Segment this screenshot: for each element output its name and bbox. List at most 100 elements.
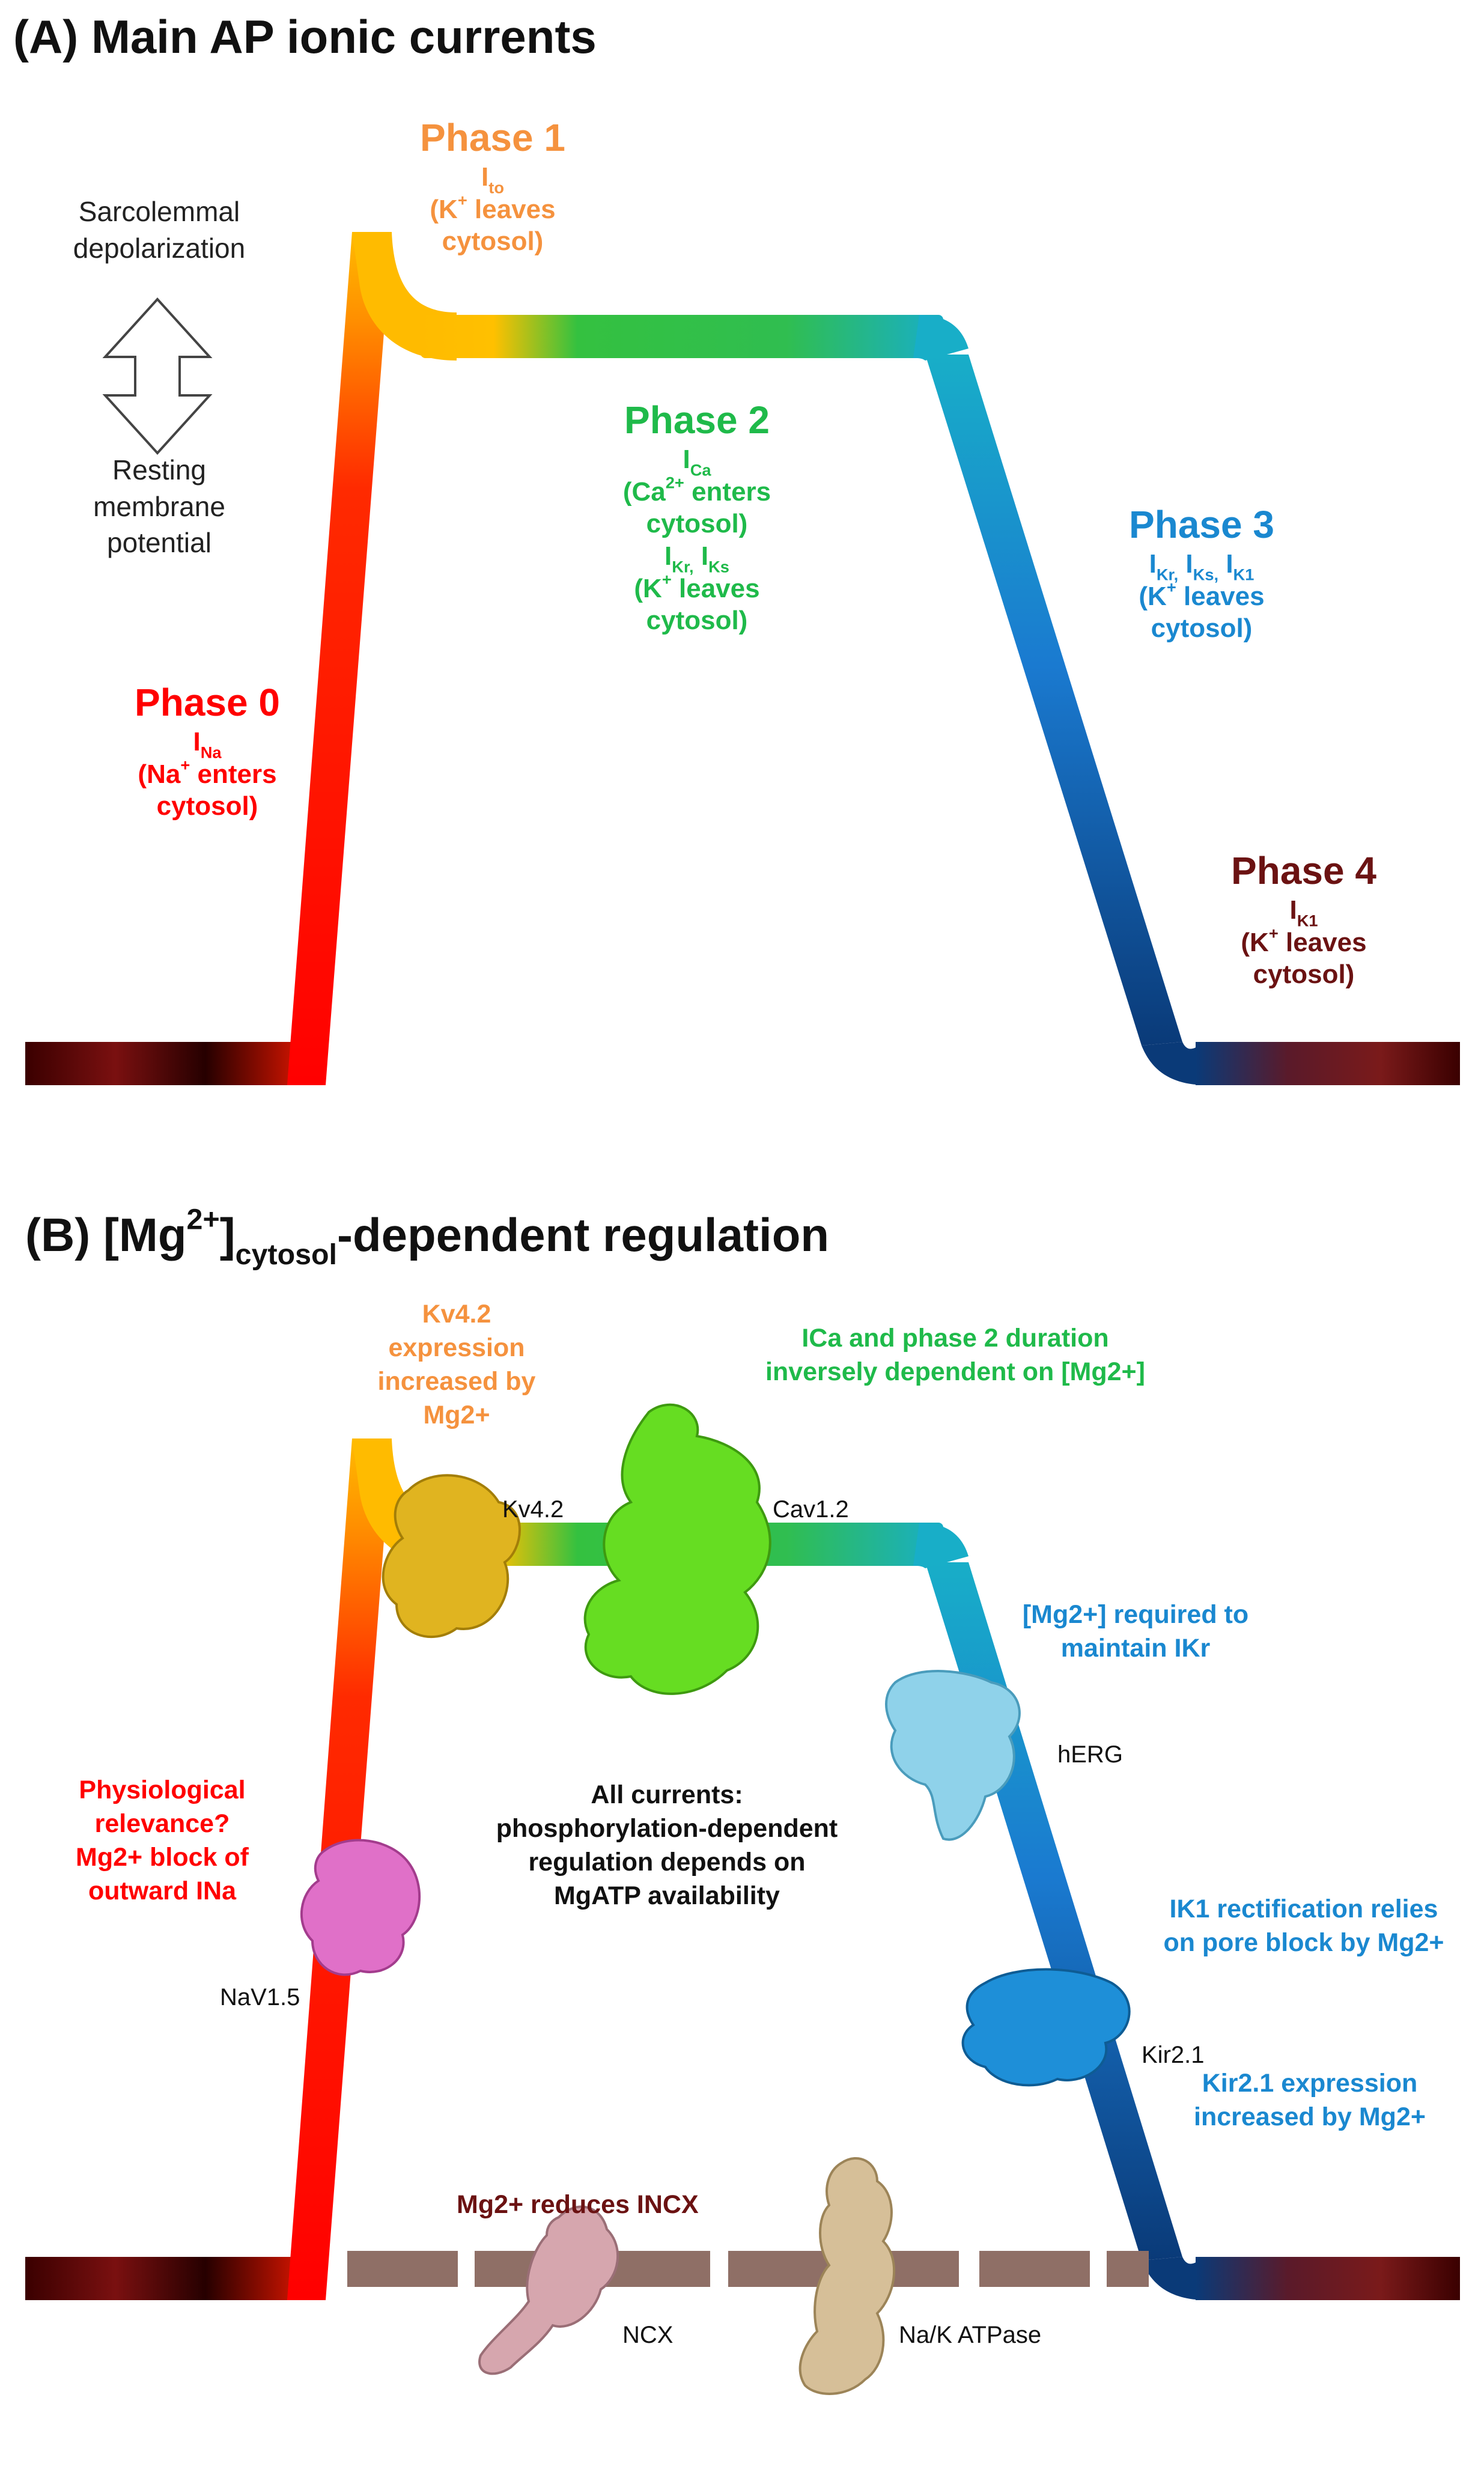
phase3-note-line2: cytosol) <box>1151 613 1253 644</box>
panel-a-ap-trace <box>25 232 1460 1085</box>
phase1-note-sup: + <box>457 190 467 210</box>
nav15-note-line: outward INa <box>88 1876 237 1905</box>
cav12-protein-icon <box>583 1403 771 1695</box>
phase4-title: Phase 4 <box>1231 849 1376 892</box>
kir21-expression-note: Kir2.1 expression increased by Mg2+ <box>1160 2067 1460 2134</box>
phase0-title: Phase 0 <box>135 681 280 724</box>
herg-note-line: [Mg2+] required to <box>1022 1600 1249 1629</box>
phase2-annotation: Phase 2 ICa (Ca2+ enters cytosol) IKr, I… <box>583 397 811 637</box>
nav15-note: Physiological relevance? Mg2+ block of o… <box>36 1774 288 1908</box>
kv42-note-line: Mg2+ <box>423 1400 490 1429</box>
phase2-current-subscript: Ca <box>690 460 711 479</box>
phase1-note-text: leaves <box>467 194 556 224</box>
ncx-protein-icon <box>478 2205 619 2375</box>
herg-protein-icon <box>885 1670 1021 1841</box>
phase2-k-note-line2: cytosol) <box>646 606 748 636</box>
phase2-k-note: (K+ leaves <box>583 571 811 605</box>
phase2-k-subscript: Kr, <box>672 557 694 576</box>
panel-b-title-text: (B) [Mg <box>25 1208 187 1261</box>
panel-a-title: (A) Main AP ionic currents <box>13 10 597 63</box>
herg-label: hERG <box>1057 1741 1123 1768</box>
herg-note: [Mg2+] required to maintain IKr <box>949 1598 1322 1666</box>
panel-a-plateau-to-phase3-corner <box>913 315 969 361</box>
panel-a-phase3-repolarization <box>925 355 1182 1046</box>
phase2-k-currents: IKr, IKs <box>664 541 729 576</box>
all-currents-note-line: All currents: <box>591 1780 743 1809</box>
phase3-title: Phase 3 <box>1129 503 1274 546</box>
phase4-current-subscript: K1 <box>1297 911 1318 930</box>
panel-b-title: (B) [Mg2+]cytosol-dependent regulation <box>25 1205 829 1269</box>
phase1-note-line2: cytosol) <box>442 227 544 257</box>
kv42-note-line: expression <box>388 1333 525 1362</box>
nav15-note-line: relevance? <box>94 1809 230 1838</box>
phase3-note: (K+ leaves <box>1081 579 1322 613</box>
kir21-note-line: Kir2.1 expression <box>1202 2069 1418 2098</box>
phase4-note-sup: + <box>1268 924 1279 943</box>
phase3-subscript: Kr, <box>1156 565 1179 584</box>
phase4-note: (K+ leaves <box>1202 924 1406 959</box>
kv42-protein-icon <box>382 1474 521 1639</box>
phase0-note-text: (Na <box>138 759 181 789</box>
ik1-note-line: on pore block by Mg2+ <box>1163 1928 1444 1957</box>
panel-b-title-text: ] <box>219 1208 236 1261</box>
depolarization-label-line: depolarization <box>73 232 246 264</box>
cav12-label: Cav1.2 <box>773 1496 849 1523</box>
phase4-current: IK1 <box>1289 895 1318 930</box>
all-currents-note-line: MgATP availability <box>554 1881 780 1910</box>
nav15-label: NaV1.5 <box>220 1984 300 2011</box>
panel-a-baseline-right <box>1196 1042 1460 1085</box>
ica-note-line: inversely dependent on [Mg2+] <box>765 1357 1145 1386</box>
phase4-note-text: leaves <box>1278 927 1367 957</box>
kir21-protein-icon <box>961 1968 1131 2087</box>
phase3-note-text: leaves <box>1176 581 1265 611</box>
phase3-currents: IKr, IKs, IK1 <box>1149 549 1254 584</box>
phase1-annotation: Phase 1 Ito (K+ leaves cytosol) <box>397 114 589 258</box>
phase2-k-note-text: (K <box>634 573 662 603</box>
phase2-ca-note: (Ca2+ enters <box>583 474 811 508</box>
phase2-ca-current: ICa <box>683 445 711 479</box>
all-currents-note-line: regulation depends on <box>528 1847 806 1877</box>
ik1-note-line: IK1 rectification relies <box>1169 1895 1438 1923</box>
all-currents-note-line: phosphorylation-dependent <box>496 1813 838 1843</box>
panel-b-title-sup: 2+ <box>186 1203 220 1236</box>
phase3-subscript: Ks, <box>1193 565 1219 584</box>
phase3-note-text: (K <box>1139 581 1167 611</box>
phase4-annotation: Phase 4 IK1 (K+ leaves cytosol) <box>1202 847 1406 991</box>
resting-potential-label-line: potential <box>107 527 211 559</box>
nav15-protein-icon <box>300 1839 421 1976</box>
ik1-note: IK1 rectification relies on pore block b… <box>1136 1893 1472 1960</box>
resting-potential-label-line: Resting <box>112 454 206 486</box>
phase1-note: (K+ leaves <box>397 190 589 226</box>
membrane-segment <box>979 2251 1090 2287</box>
phase0-current-subscript: Na <box>200 743 222 762</box>
phase0-note: (Na+ enters <box>114 755 300 791</box>
ncx-note: Mg2+ reduces INCX <box>457 2190 699 2219</box>
phase3-subscript: K1 <box>1233 565 1254 584</box>
panel-b-baseline-right <box>1196 2257 1460 2300</box>
phase2-k-note-text: leaves <box>671 573 760 603</box>
phase4-note-line2: cytosol) <box>1253 960 1355 990</box>
panel-b-phase3-bottom-corner <box>1142 2257 1208 2300</box>
panel-b-title-sub: cytosol <box>235 1238 337 1271</box>
kv42-note-line: Kv4.2 <box>422 1300 491 1329</box>
phase0-annotation: Phase 0 INa (Na+ enters cytosol) <box>114 679 300 823</box>
panel-b-baseline-left <box>25 2257 326 2300</box>
phase0-note-text: enters <box>190 759 277 789</box>
panel-a-phase3-bottom-corner <box>1142 1042 1208 1085</box>
nav15-note-line: Mg2+ block of <box>76 1842 249 1872</box>
ica-note-line: ICa and phase 2 duration <box>801 1324 1109 1353</box>
phase2-title: Phase 2 <box>624 398 770 442</box>
phase2-ca-note-text: (Ca <box>622 476 666 507</box>
panel-a-phase0-upstroke <box>287 232 392 1085</box>
depolarization-label-line: Sarcolemmal <box>78 196 240 227</box>
kv42-note-line: increased by <box>377 1366 536 1396</box>
membrane-segment <box>347 2251 458 2287</box>
phase1-current-subscript: to <box>488 178 504 197</box>
phase0-note-sup: + <box>180 755 190 775</box>
ncx-label: NCX <box>622 2322 674 2348</box>
all-currents-note: All currents: phosphorylation-dependent … <box>445 1779 889 1913</box>
phase2-ca-note-text: enters <box>684 476 771 507</box>
panel-b-plateau-to-phase3-corner <box>913 1523 969 1568</box>
phase4-note-text: (K <box>1241 927 1269 957</box>
